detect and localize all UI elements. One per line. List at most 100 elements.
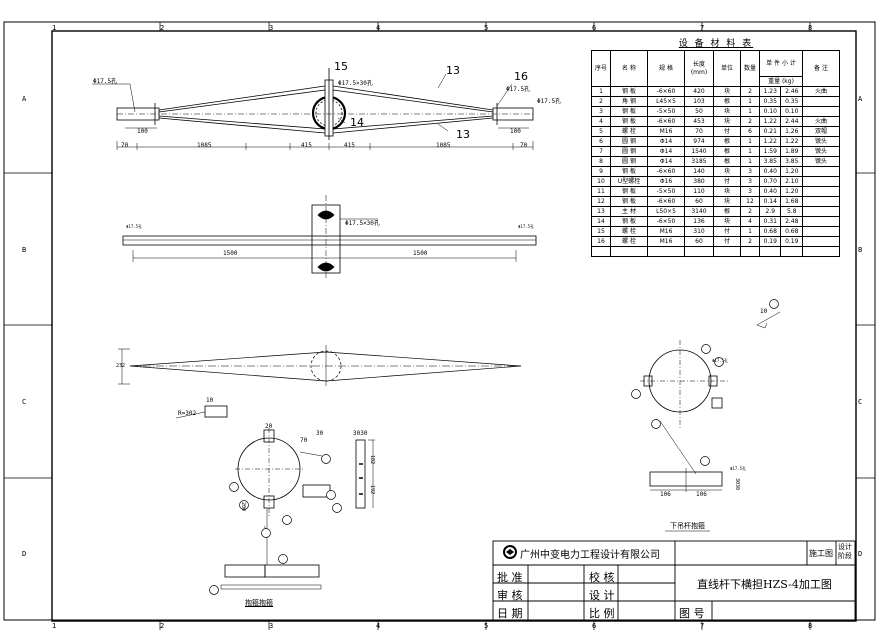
th-no: 序号: [591, 50, 611, 87]
dim-415-right: 415: [344, 142, 355, 149]
bottom-view: [118, 345, 522, 386]
grid-row-d-right: D: [858, 550, 863, 558]
cell-note: [802, 206, 840, 217]
cell-no: 2: [591, 96, 611, 107]
cell-len: 3185: [684, 156, 714, 167]
middle-end-left-label: Φ17.5孔: [126, 224, 143, 229]
company-logo-icon: [503, 545, 517, 559]
cell-spec: -6×60: [647, 86, 685, 97]
cell-w2: 0.10: [780, 106, 803, 117]
cell-spec: Φ16: [647, 176, 685, 187]
cell-qty: 1: [740, 146, 760, 157]
label-drawing-no: 图 号: [679, 607, 705, 620]
cell-no: 15: [591, 226, 611, 237]
grid-col-5-bottom: 5: [484, 622, 489, 630]
grid-col-4-bottom: 4: [376, 622, 381, 630]
cell-note: [802, 216, 840, 227]
cell-unit: 块: [713, 216, 741, 227]
grid-col-2-bottom: 2: [160, 622, 165, 630]
cell-w1: 0.70: [758, 176, 782, 187]
cell-name: 圆 钢: [610, 156, 648, 167]
cell-unit: 付: [713, 236, 741, 247]
cell-no: 12: [591, 196, 611, 207]
hole-right-b-label: Φ17.5孔: [537, 98, 562, 105]
dim-10-clamp: 10: [206, 397, 214, 404]
dim-1500-left: 1500: [223, 250, 238, 257]
cell-name: 钢 板: [610, 86, 648, 97]
cell-len: 310: [684, 226, 714, 237]
cell-name: 钢 板: [610, 196, 648, 207]
cell-no: 16: [591, 236, 611, 247]
cell-w1: 0.40: [758, 186, 782, 197]
detail-clamp: [175, 405, 375, 590]
stage-label: 设计阶段: [838, 543, 852, 560]
th-note: 备 注: [802, 50, 840, 87]
label-approve: 批 准: [497, 571, 523, 584]
cell-w2: 1.22: [780, 136, 803, 147]
cell-w2: 1.89: [780, 146, 803, 157]
cell-note: 镦头: [802, 156, 840, 167]
cell-unit: 根: [713, 136, 741, 147]
cell-qty: 2: [740, 206, 760, 217]
cell-spec: M16: [647, 126, 685, 137]
grid-col-1-bottom: 1: [52, 622, 57, 630]
cell-note: [802, 226, 840, 237]
cell-w1: 0.40: [758, 166, 782, 177]
cell-spec: Φ14: [647, 146, 685, 157]
cell-name: 钢 板: [610, 216, 648, 227]
th-qty: 数量: [740, 50, 760, 87]
cell-note: 火曲: [802, 86, 840, 97]
callout-13-bottom: 13: [456, 128, 470, 141]
cell-len: 140: [684, 166, 714, 177]
dim-182: 182: [369, 455, 375, 465]
dim-3030-hang: 3030: [734, 478, 740, 491]
hole-mid-label: Φ17.5×30孔: [338, 80, 373, 87]
cell-note: 双帽: [802, 126, 840, 137]
cell-w2: 1.20: [780, 186, 803, 197]
cell-w2: 0.19: [780, 236, 803, 247]
cell-unit: 块: [713, 116, 741, 127]
cell-len: 136: [684, 216, 714, 227]
cell-note: [802, 106, 840, 117]
cell-note: [802, 176, 840, 187]
hang-hole-b: Φ17.5孔: [712, 358, 729, 363]
cell-len: 60: [684, 196, 714, 207]
dim-192: 192: [369, 485, 375, 495]
cell-len: 50: [684, 106, 714, 117]
th-unit: 单位: [713, 50, 741, 87]
cell-qty: 6: [740, 126, 760, 137]
cell-qty: 1: [740, 226, 760, 237]
callout-13-top: 13: [446, 64, 460, 77]
cell-unit: 根: [713, 156, 741, 167]
dim-20: 20: [265, 423, 273, 430]
cell-no: 4: [591, 116, 611, 127]
cell-qty: 12: [740, 196, 760, 207]
cell-len: 103: [684, 96, 714, 107]
cell-w2: 0.35: [780, 96, 803, 107]
dim-70-right: 70: [520, 142, 528, 149]
cell-spec: Φ14: [647, 156, 685, 167]
cell-no: 3: [591, 106, 611, 117]
grid-col-2: 2: [160, 24, 165, 32]
dim-106-left: 106: [660, 491, 671, 498]
cell-len: 380: [684, 176, 714, 187]
th-length-text: 长度: [692, 60, 705, 68]
cell-unit: 块: [713, 196, 741, 207]
grid-row-d: D: [22, 550, 27, 558]
cell-w2: 1.20: [780, 166, 803, 177]
dim-100-right: 100: [510, 128, 521, 135]
cell-spec: -6×60: [647, 166, 685, 177]
dim-1085-right: 1085: [436, 142, 451, 149]
cell-name: 螺 栓: [610, 126, 648, 137]
dim-232: 232: [116, 363, 126, 369]
callout-16: 16: [514, 70, 528, 83]
cell-name: 主 材: [610, 206, 648, 217]
cell-note: 镦头: [802, 136, 840, 147]
grid-col-5: 5: [484, 24, 489, 32]
